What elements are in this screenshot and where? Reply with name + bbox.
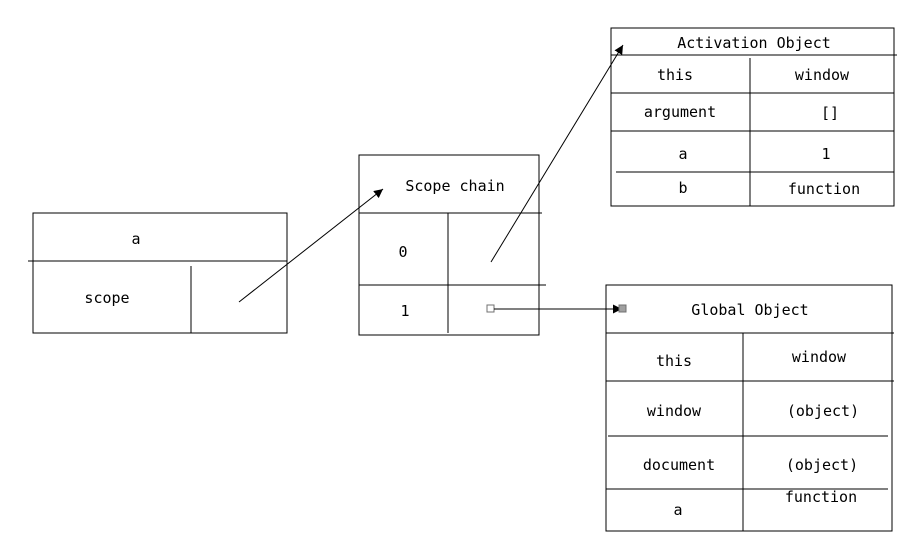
global-value-document: (object)	[786, 456, 858, 474]
global-key-this: this	[656, 352, 692, 370]
scope-chain-1-to-global-connector	[486, 304, 627, 314]
activation-value-b: function	[788, 180, 860, 198]
scope-chain-box: Scope chain 0 1	[358, 154, 546, 336]
global-value-a: function	[785, 488, 857, 506]
scope-chain-title: Scope chain	[405, 177, 504, 195]
activation-value-a: 1	[821, 145, 830, 163]
activation-key-b: b	[678, 179, 687, 197]
scope-chain-index-1: 1	[400, 302, 409, 320]
global-key-document: document	[643, 456, 715, 474]
activation-value-argument: []	[821, 104, 839, 122]
global-key-a: a	[673, 501, 682, 519]
activation-key-a: a	[678, 145, 687, 163]
activation-key-argument: argument	[644, 103, 716, 121]
function-name-label: a	[131, 230, 140, 248]
global-key-window: window	[647, 402, 702, 420]
activation-value-this: window	[795, 66, 850, 84]
activation-key-this: this	[657, 66, 693, 84]
global-object-box: Global Object this window window (object…	[605, 284, 894, 532]
function-box: a scope	[28, 212, 288, 334]
scope-property-label: scope	[84, 289, 129, 307]
global-value-this: window	[792, 348, 847, 366]
global-object-title: Global Object	[691, 301, 808, 319]
scope-chain-index-0: 0	[398, 243, 407, 261]
scope-to-scope-chain-arrow	[238, 188, 384, 303]
scope-chain-0-to-activation-arrow	[490, 44, 624, 263]
activation-object-box: Activation Object this window argument […	[610, 27, 897, 207]
global-value-window: (object)	[787, 402, 859, 420]
activation-object-title: Activation Object	[677, 34, 831, 52]
